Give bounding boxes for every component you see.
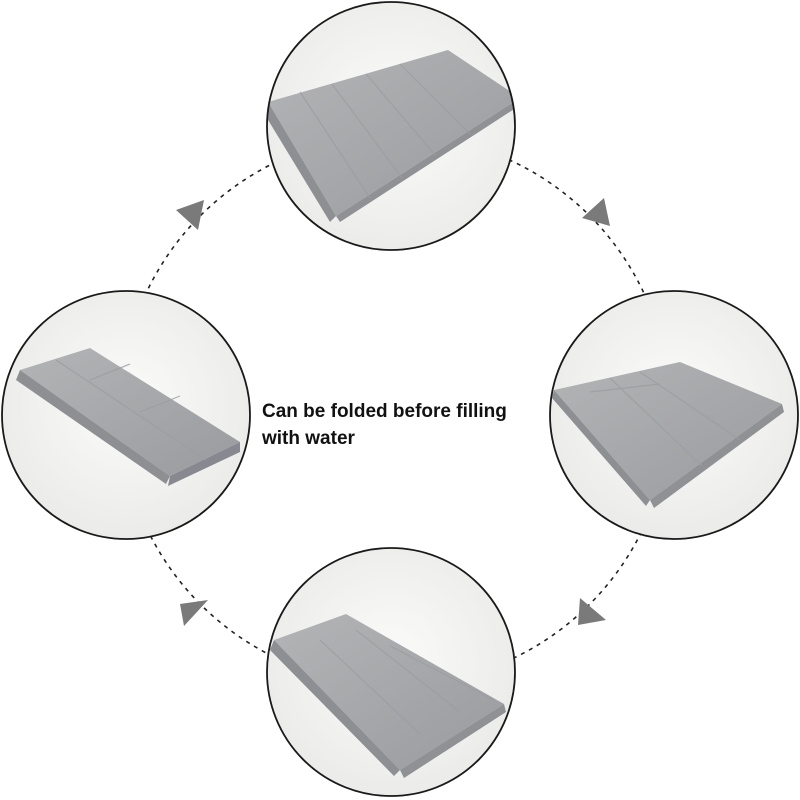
triangle-arrow-icon <box>176 200 204 230</box>
photo-frame-bottom <box>266 547 516 797</box>
photo-frame-right <box>549 290 799 540</box>
photo-folded-over-mat <box>267 548 515 796</box>
triangle-arrow-icon <box>180 600 208 626</box>
photo-folded-strip <box>2 291 250 539</box>
photo-frame-left <box>1 290 251 540</box>
photo-frame-top <box>266 1 516 251</box>
caption-line-1: Can be folded before filling <box>262 401 507 422</box>
photo-flat-mat <box>267 2 515 250</box>
triangle-arrow-icon <box>582 198 610 226</box>
caption-line-2: with water <box>262 428 355 449</box>
caption-text: Can be folded before filling with water <box>262 398 552 452</box>
triangle-arrow-icon <box>578 598 606 625</box>
photo-half-folded-mat <box>550 291 798 539</box>
